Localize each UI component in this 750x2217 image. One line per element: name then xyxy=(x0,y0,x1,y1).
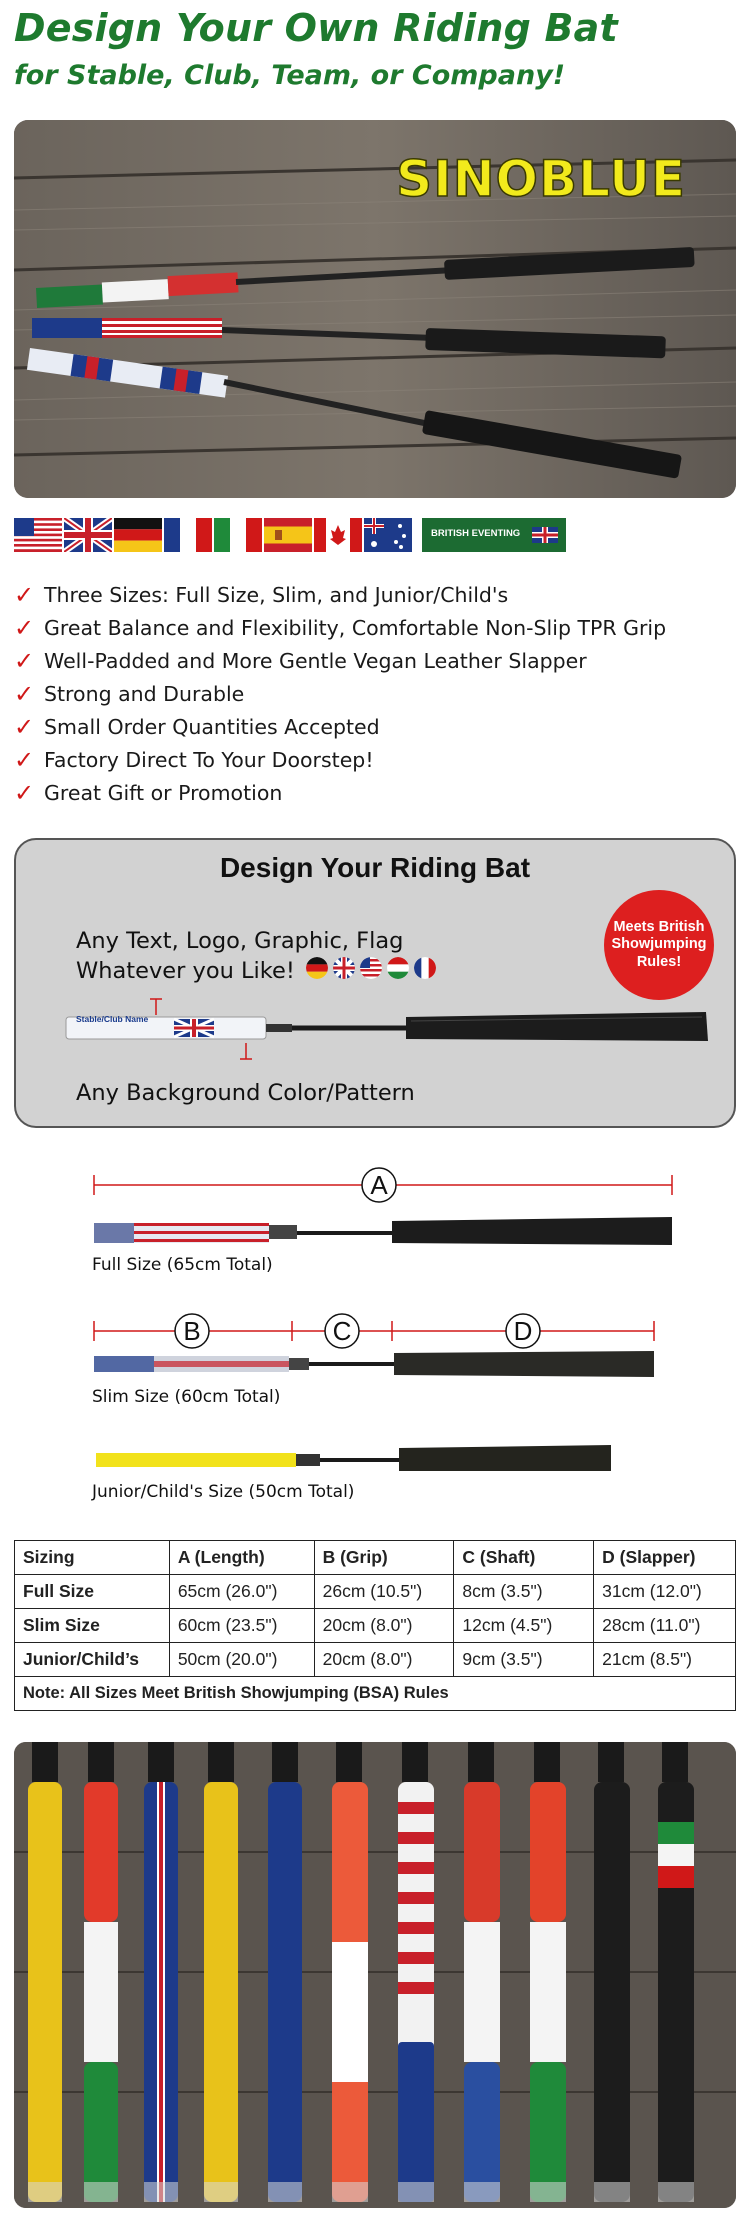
design-line-2: Whatever you Like! xyxy=(76,958,295,984)
checkmark-icon: ✓ xyxy=(14,646,35,675)
canada-flag-icon xyxy=(314,518,362,552)
france-flag-icon xyxy=(164,518,212,552)
svg-text:D: D xyxy=(514,1316,533,1346)
uk-flag-icon xyxy=(333,957,355,979)
design-line-1: Any Text, Logo, Graphic, Flag xyxy=(76,928,404,954)
us-flag-icon xyxy=(360,957,382,979)
list-item: ✓Great Gift or Promotion xyxy=(14,778,283,807)
size-spec-table: Sizing A (Length) B (Grip) C (Shaft) D (… xyxy=(14,1540,736,1711)
dim-d-marker xyxy=(505,1313,541,1349)
bat-stable-club-label: Stable/Club Name xyxy=(76,1014,149,1024)
junior-size-label: Junior/Child's Size (50cm Total) xyxy=(92,1482,355,1502)
size-diagram: A B C D Full Size (65cm Total) xyxy=(14,1155,736,1510)
hero-photo: SINOBLUE xyxy=(14,120,736,498)
hungary-flag-icon xyxy=(387,957,409,979)
british-eventing-flag-icon xyxy=(422,518,566,552)
svg-text:B: B xyxy=(183,1316,200,1346)
british-eventing-label: BRITISH EVENTING xyxy=(431,528,521,539)
svg-text:C: C xyxy=(333,1316,352,1346)
list-item: ✓Three Sizes: Full Size, Slim, and Junio… xyxy=(14,580,509,609)
australia-flag-icon xyxy=(364,518,412,552)
table-header-row: Sizing A (Length) B (Grip) C (Shaft) D (… xyxy=(14,1540,736,1575)
design-title: Design Your Riding Bat xyxy=(219,852,531,883)
germany-flag-icon xyxy=(306,957,328,979)
dim-b-marker xyxy=(174,1313,210,1349)
checkmark-icon: ✓ xyxy=(14,580,35,609)
us-flag-icon xyxy=(14,518,62,552)
svg-text:A: A xyxy=(370,1170,388,1200)
table-note-row: Note: All Sizes Meet British Showjumping… xyxy=(14,1676,736,1711)
list-item: ✓Well-Padded and More Gentle Vegan Leath… xyxy=(14,646,587,675)
list-item: ✓Factory Direct To Your Doorstep! xyxy=(14,745,374,774)
germany-flag-icon xyxy=(114,518,162,552)
bsa-rules-badge: Meets British Showjumping Rules! xyxy=(604,890,714,1000)
page-subtitle: for Stable, Club, Team, or Company! xyxy=(14,60,566,91)
italy-flag-icon xyxy=(214,518,262,552)
checkmark-icon: ✓ xyxy=(14,778,35,807)
list-item: ✓Strong and Durable xyxy=(14,679,245,708)
custom-bat-illustration xyxy=(65,998,708,1060)
feature-list: ✓Three Sizes: Full Size, Slim, and Junio… xyxy=(14,578,736,809)
slim-size-label: Slim Size (60cm Total) xyxy=(92,1387,281,1407)
checkmark-icon: ✓ xyxy=(14,745,35,774)
design-panel: Design Your Riding Bat Meets British Sho… xyxy=(14,838,736,1128)
checkmark-icon: ✓ xyxy=(14,679,35,708)
size-diagram-svg: A B C D xyxy=(93,1167,673,1471)
bat-gallery-photo xyxy=(14,1742,736,2208)
brand-logo: SINOBLUE xyxy=(395,149,686,209)
table-row: Full Size 65cm (26.0") 26cm (10.5") 8cm … xyxy=(14,1574,736,1609)
dim-a-marker xyxy=(361,1167,397,1203)
dim-c-marker xyxy=(324,1313,360,1349)
list-item: ✓Great Balance and Flexibility, Comforta… xyxy=(14,613,667,642)
flag-row: BRITISH EVENTING xyxy=(14,518,736,552)
checkmark-icon: ✓ xyxy=(14,712,35,741)
mini-flag-row xyxy=(306,957,436,979)
table-row: Junior/Child’s 50cm (20.0") 20cm (8.0") … xyxy=(14,1642,736,1677)
design-background-line: Any Background Color/Pattern xyxy=(76,1080,415,1106)
spain-flag-icon xyxy=(264,518,312,552)
france-flag-icon xyxy=(414,957,436,979)
checkmark-icon: ✓ xyxy=(14,613,35,642)
page-title: Design Your Own Riding Bat xyxy=(14,6,618,50)
list-item: ✓Small Order Quantities Accepted xyxy=(14,712,380,741)
uk-flag-icon xyxy=(64,518,112,552)
table-row: Slim Size 60cm (23.5") 20cm (8.0") 12cm … xyxy=(14,1608,736,1643)
full-size-label: Full Size (65cm Total) xyxy=(92,1255,273,1275)
